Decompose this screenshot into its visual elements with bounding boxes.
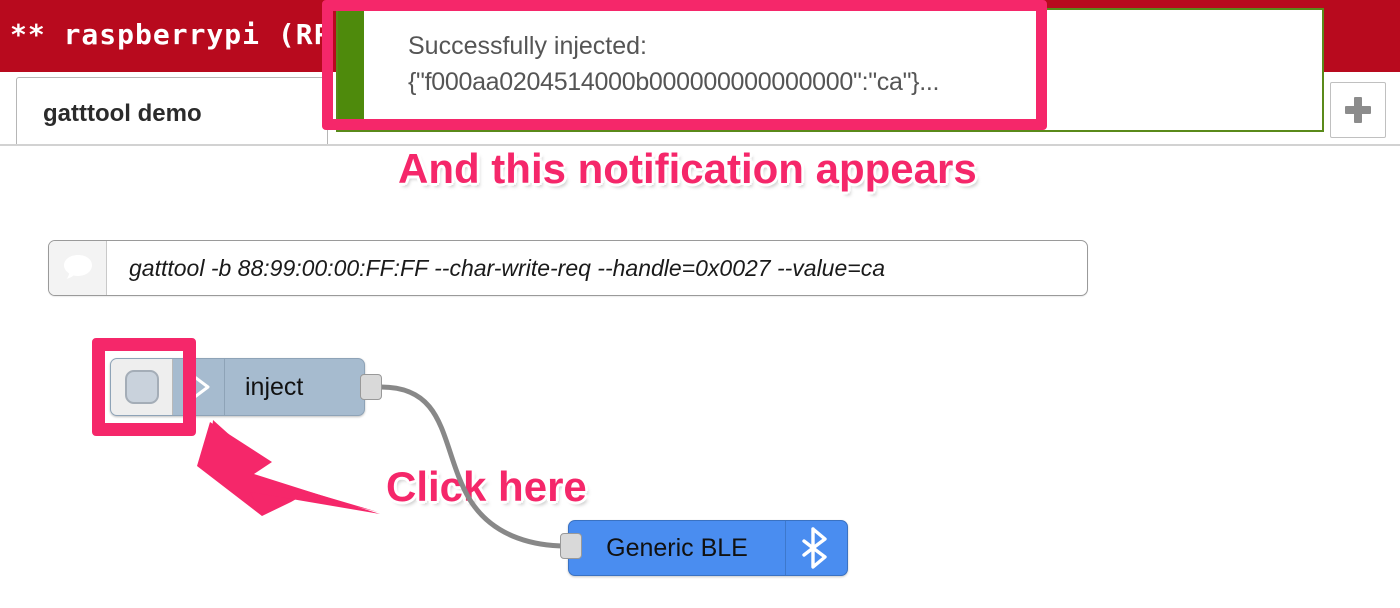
inject-button[interactable] [111,359,173,415]
header-title: ** raspberrypi (RP [10,18,332,51]
comment-node-text: gatttool -b 88:99:00:00:FF:FF --char-wri… [129,254,885,281]
inject-node-label: inject [245,372,304,401]
tab-label: gatttool demo [43,100,202,127]
notification-toast[interactable]: Successfully injected: {"f000aa020451400… [336,8,1324,132]
inject-icon-container [173,359,225,415]
inject-arrow-icon [186,373,209,401]
annotation-notification-text: And this notification appears [398,145,977,192]
annotation-click-here-text: Click here [386,463,587,510]
inject-output-port[interactable] [360,374,382,400]
annotation-arrow-icon [208,420,378,516]
comment-icon-container [49,241,107,295]
toast-line-1: Successfully injected: [408,32,648,60]
ble-icon-container [785,521,847,575]
toast-body: Successfully injected: {"f000aa020451400… [364,10,1322,130]
toast-accent-bar [338,10,364,130]
inject-node[interactable]: inject [110,358,365,416]
annotation-arrow-shape [197,422,380,516]
comment-node[interactable]: gatttool -b 88:99:00:00:FF:FF --char-wri… [48,240,1088,296]
comment-icon [63,255,92,279]
ble-input-port[interactable] [560,533,582,559]
inject-button-icon [124,370,159,404]
generic-ble-node[interactable]: Generic BLE [568,520,848,576]
add-tab-button[interactable] [1330,82,1386,138]
toast-line-2: {"f000aa0204514000b000000000000000":"ca"… [408,68,940,97]
bluetooth-icon [801,527,827,569]
tab-gatttool-demo[interactable]: gatttool demo [16,77,328,146]
plus-icon [1345,97,1371,123]
tab-strip-underline [0,144,1400,146]
ble-node-label: Generic BLE [606,533,748,562]
